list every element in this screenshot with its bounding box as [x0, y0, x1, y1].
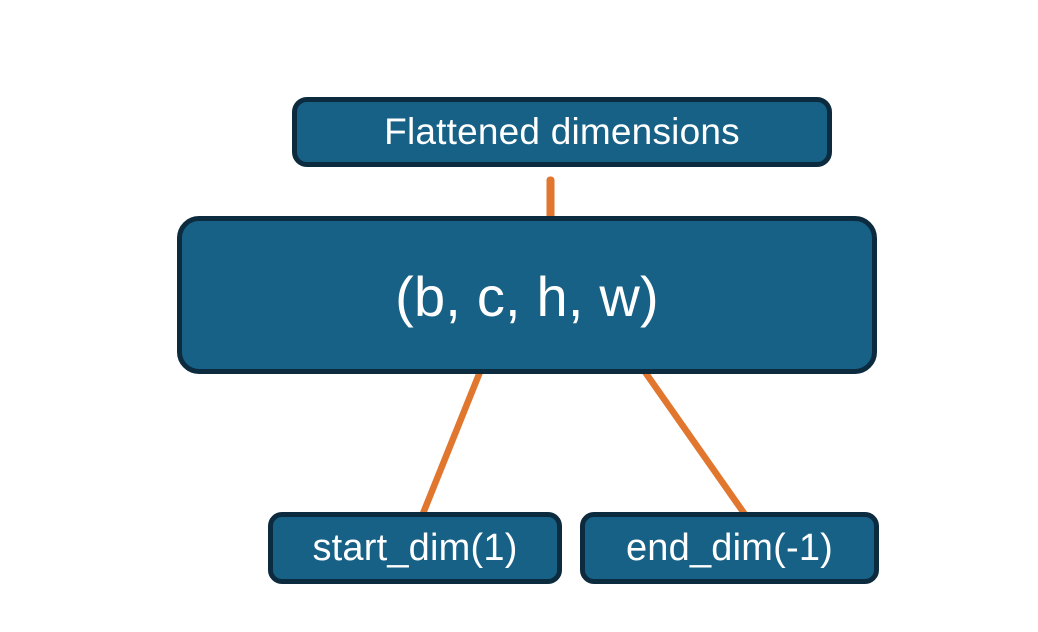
tensor-shape-label: (b, c, h, w) — [395, 265, 659, 329]
end-dim-box[interactable]: end_dim(-1) — [580, 512, 879, 584]
flattened-dimensions-label: Flattened dimensions — [384, 111, 740, 152]
flattened-dimensions-box[interactable]: Flattened dimensions — [292, 97, 832, 167]
start-dim-box[interactable]: start_dim(1) — [268, 512, 562, 584]
start-dim-label: start_dim(1) — [312, 526, 518, 569]
end-dim-label: end_dim(-1) — [625, 526, 834, 569]
tensor-shape-box[interactable]: (b, c, h, w) — [177, 216, 877, 374]
